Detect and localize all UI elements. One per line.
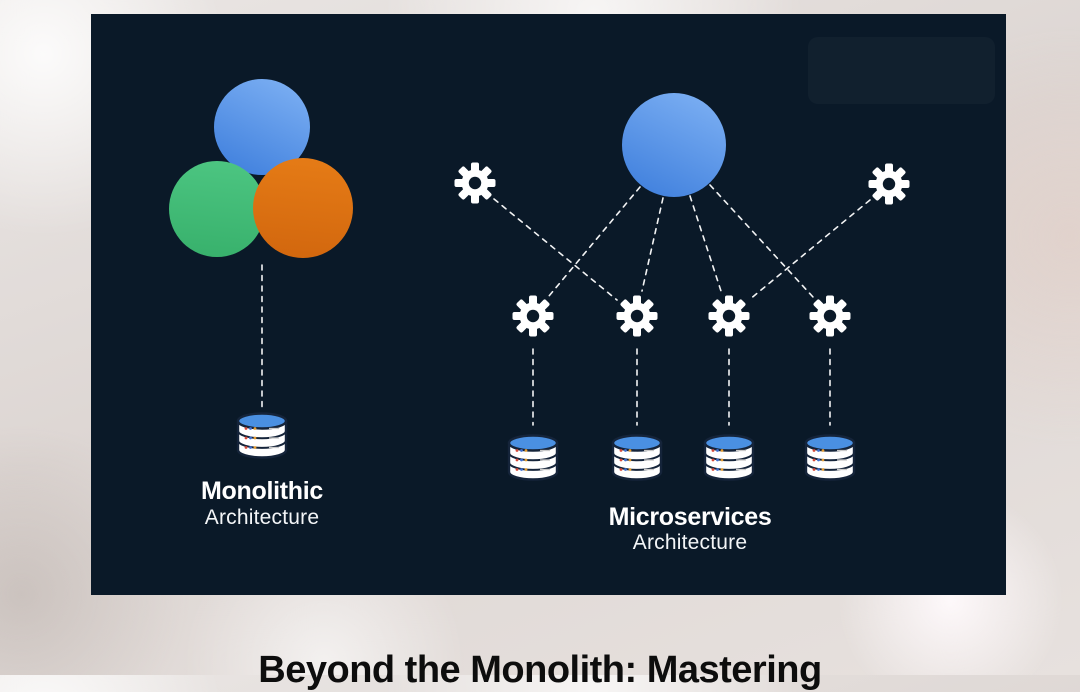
orange-circle xyxy=(253,158,353,258)
connector-left-gear xyxy=(493,198,618,301)
database-icon xyxy=(236,412,288,459)
gear-icon xyxy=(454,162,496,204)
connector-right-gear xyxy=(748,199,871,301)
microservices-subtitle: Architecture xyxy=(632,531,748,554)
connector-circle-service2 xyxy=(641,197,664,292)
green-circle xyxy=(169,161,265,257)
gear-icon xyxy=(616,295,658,337)
monolithic-subtitle: Architecture xyxy=(204,506,320,529)
architecture-diagram xyxy=(169,79,910,481)
database-icon xyxy=(703,434,755,481)
connector-circle-service3 xyxy=(689,195,722,292)
microservices-hub-circle xyxy=(622,93,726,197)
blue-circle xyxy=(214,79,310,175)
connector-circle-service4 xyxy=(709,184,814,298)
monolithic-title: Monolithic xyxy=(201,477,323,505)
monolith-circles xyxy=(169,79,353,258)
gear-icon xyxy=(868,163,910,205)
microservices-title: Microservices xyxy=(608,503,772,531)
database-icon xyxy=(507,434,559,481)
page-caption: Beyond the Monolith: Mastering xyxy=(258,649,822,691)
gear-icon xyxy=(708,295,750,337)
database-icon xyxy=(804,434,856,481)
connector-circle-service1 xyxy=(548,186,641,297)
gear-icon xyxy=(809,295,851,337)
dashed-connectors xyxy=(261,184,871,426)
gear-icon xyxy=(512,295,554,337)
database-icon xyxy=(611,434,663,481)
